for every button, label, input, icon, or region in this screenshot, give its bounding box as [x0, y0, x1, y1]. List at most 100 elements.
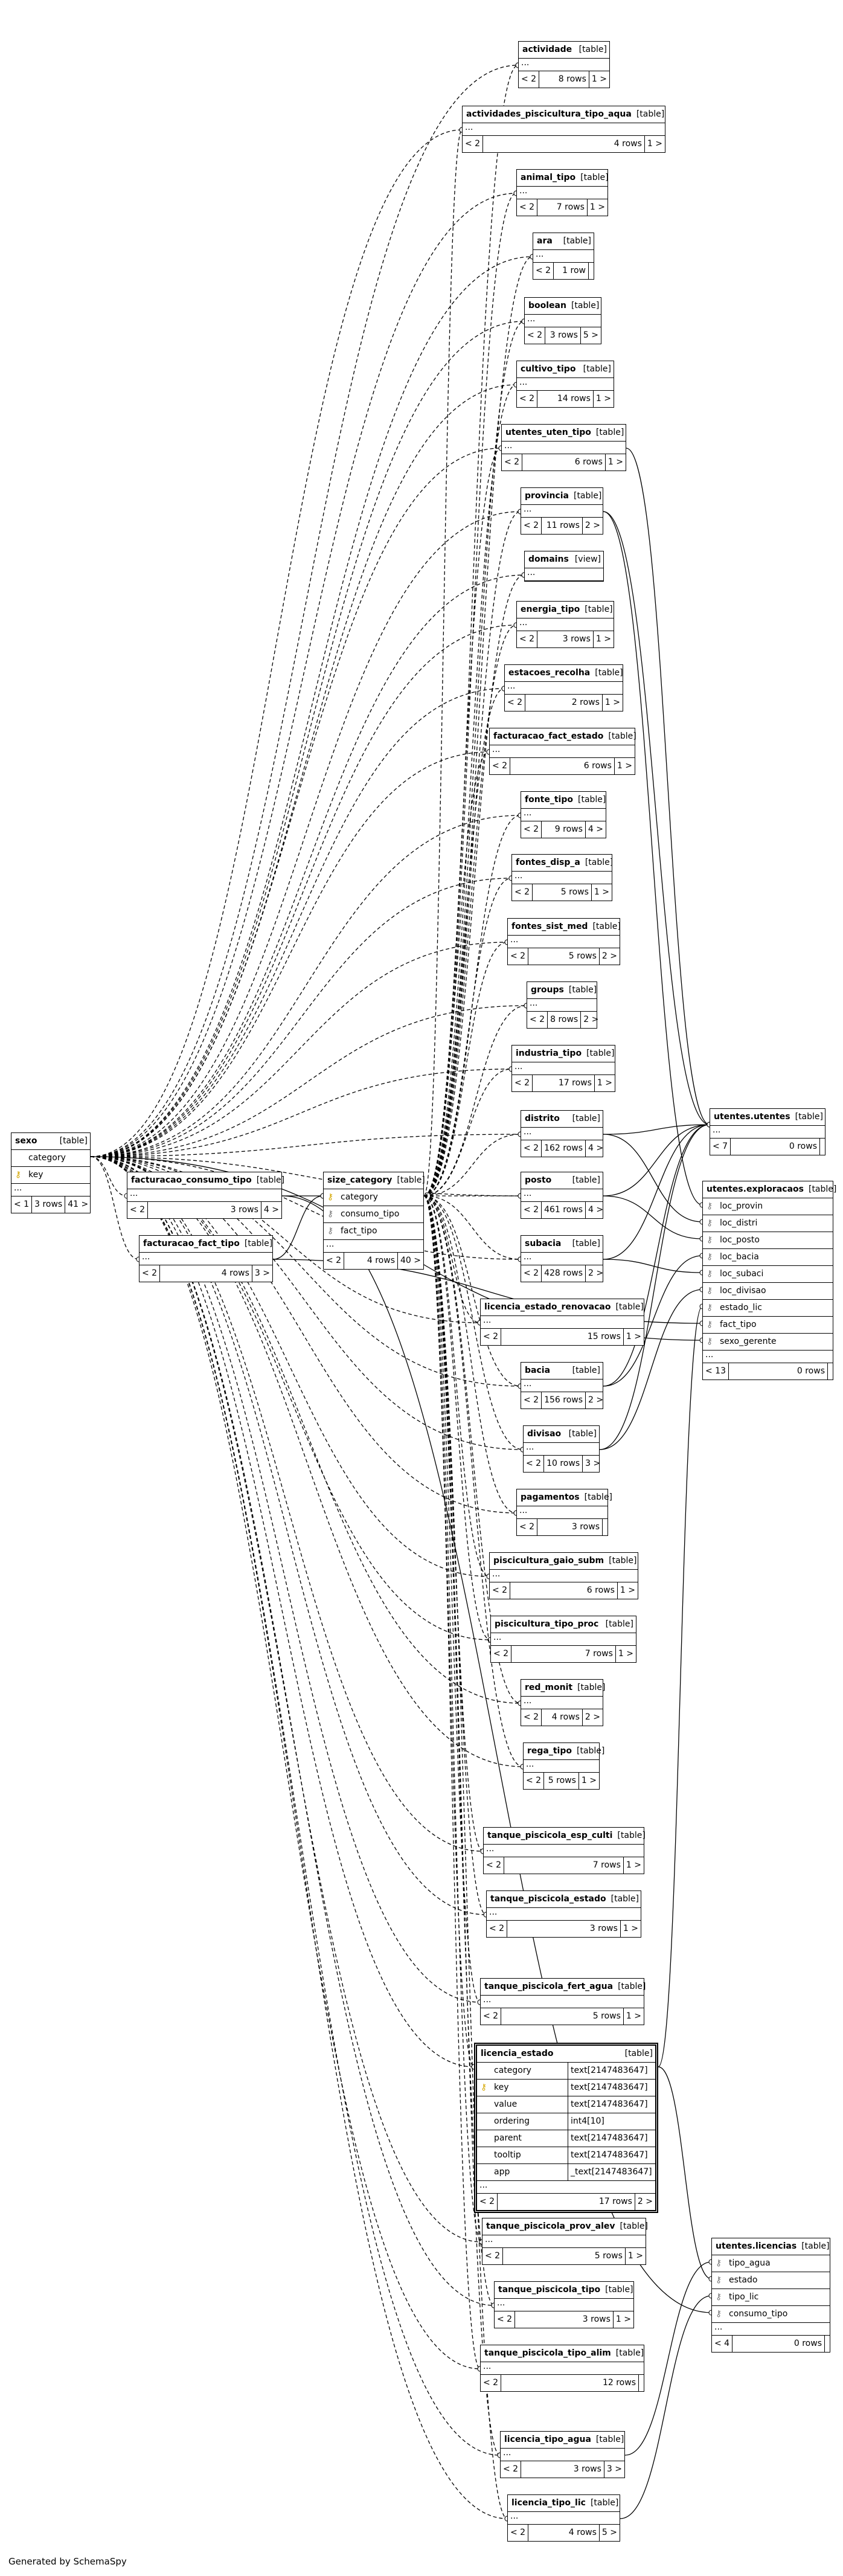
children-count[interactable]: 4 > [263, 1205, 279, 1215]
table-name[interactable]: utentes.licencias [716, 2241, 797, 2251]
table-name[interactable]: actividade [522, 45, 572, 54]
column-row[interactable]: ⚷ loc_posto [703, 1232, 833, 1249]
table-header[interactable]: boolean [table] [525, 298, 601, 315]
table-header[interactable]: animal_tipo [table] [517, 170, 609, 187]
children-count[interactable]: 1 > [627, 2251, 643, 2261]
parents-count[interactable]: < 2 [521, 518, 542, 534]
table-header[interactable]: pagamentos [table] [517, 1489, 612, 1506]
children-count[interactable]: 5 > [583, 330, 598, 340]
table-header[interactable]: piscicultura_gaio_subm [table] [490, 1553, 638, 1570]
table-name[interactable]: tanque_piscicola_tipo [498, 2285, 601, 2295]
table-header[interactable]: estacoes_recolha [table] [505, 665, 623, 682]
table-tanque-piscicola-tipo-alim[interactable]: tanque_piscicola_tipo_alim [table]... < … [480, 2345, 644, 2392]
children-count[interactable]: 1 > [626, 1332, 641, 1341]
parents-count[interactable]: < 2 [525, 327, 546, 344]
table-subacia[interactable]: subacia [table]... < 2 428 rows 2 > [521, 1235, 603, 1282]
table-name[interactable]: licencia_estado [481, 2049, 554, 2058]
table-utentes-utentes[interactable]: utentes.utentes [table]... < 7 0 rows [710, 1108, 825, 1155]
table-name[interactable]: facturacao_consumo_tipo [131, 1175, 252, 1185]
table-header[interactable]: rega_tipo [table] [524, 1743, 604, 1760]
table-name[interactable]: utentes_uten_tipo [505, 428, 591, 437]
children-count[interactable]: 1 > [595, 394, 611, 403]
parents-count[interactable]: < 2 [482, 2248, 504, 2264]
table-facturacao-fact-estado[interactable]: facturacao_fact_estado [table]... < 2 6 … [489, 728, 636, 775]
table-tanque-piscicola-esp-culti[interactable]: tanque_piscicola_esp_culti [table]... < … [483, 1827, 646, 1874]
table-name[interactable]: bacia [525, 1366, 551, 1375]
table-name[interactable]: utentes.utentes [714, 1112, 790, 1122]
table-header[interactable]: tanque_piscicola_estado [table] [487, 1891, 641, 1908]
column-row[interactable]: ⚷ consumo_tipo [324, 1206, 423, 1223]
table-header[interactable]: tanque_piscicola_esp_culti [table] [484, 1828, 646, 1845]
table-groups[interactable]: groups [table]... < 2 8 rows 2 > [527, 981, 598, 1029]
children-count[interactable] [603, 1519, 607, 1535]
column-row[interactable]: ⚷ loc_subaci [703, 1266, 833, 1283]
parents-count[interactable]: < 2 [512, 884, 533, 901]
table-header[interactable]: facturacao_fact_tipo [table] [139, 1236, 272, 1253]
table-name[interactable]: red_monit [525, 1683, 573, 1692]
parents-count[interactable]: < 2 [517, 199, 538, 216]
children-count[interactable]: 1 > [597, 1078, 612, 1088]
table-header[interactable]: licencia_estado [table] [477, 2046, 655, 2063]
parents-count[interactable]: < 2 [512, 1075, 533, 1091]
table-name[interactable]: tanque_piscicola_tipo_alim [484, 2348, 611, 2358]
parents-count[interactable]: < 13 [703, 1363, 729, 1380]
parents-count[interactable]: < 1 [11, 1196, 33, 1213]
table-header[interactable]: sexo [table] [11, 1133, 90, 1150]
table-red-monit[interactable]: red_monit [table]... < 2 4 rows 2 > [521, 1679, 605, 1726]
children-count[interactable]: 5 > [601, 2528, 617, 2537]
parents-count[interactable]: < 2 [481, 1329, 502, 1345]
parents-count[interactable]: < 2 [533, 263, 554, 279]
table-animal-tipo[interactable]: animal_tipo [table]... < 2 7 rows 1 > [516, 169, 609, 216]
children-count[interactable]: 2 > [585, 1712, 600, 1722]
table-header[interactable]: tanque_piscicola_prov_alev [table] [482, 2218, 648, 2235]
table-name[interactable]: licencia_tipo_lic [511, 2498, 586, 2508]
table-actividades-piscicultura-tipo-aqua[interactable]: actividades_piscicultura_tipo_aqua [tabl… [462, 106, 665, 153]
table-header[interactable]: piscicultura_tipo_proc [table] [491, 1616, 636, 1633]
column-row[interactable]: ⚷ loc_provin [703, 1198, 833, 1215]
table-header[interactable]: utentes.licencias [table] [712, 2238, 830, 2255]
table-licencia-tipo-agua[interactable]: licencia_tipo_agua [table]... < 2 3 rows… [500, 2431, 625, 2478]
parents-count[interactable]: < 7 [710, 1139, 731, 1155]
table-header[interactable]: divisao [table] [524, 1426, 599, 1443]
parents-count[interactable]: < 2 [524, 1773, 545, 1789]
parents-count[interactable]: < 2 [521, 821, 542, 838]
children-count[interactable]: 2 > [637, 2197, 653, 2206]
table-name[interactable]: tanque_piscicola_prov_alev [486, 2221, 615, 2231]
table-header[interactable]: fontes_disp_a [table] [512, 855, 613, 872]
children-count[interactable]: 1 > [623, 1924, 638, 1933]
table-pagamentos[interactable]: pagamentos [table]... < 2 3 rows [516, 1489, 612, 1536]
table-name[interactable]: fontes_disp_a [516, 858, 580, 867]
parents-count[interactable]: < 2 [524, 1456, 545, 1472]
children-count[interactable]: 2 > [588, 1395, 604, 1405]
children-count[interactable]: 1 > [615, 2314, 631, 2324]
table-name[interactable]: animal_tipo [521, 173, 576, 182]
table-rega-tipo[interactable]: rega_tipo [table]... < 2 5 rows 1 > [523, 1742, 604, 1790]
table-header[interactable]: tanque_piscicola_tipo [table] [495, 2282, 633, 2299]
table-header[interactable]: actividades_piscicultura_tipo_aqua [tabl… [463, 106, 665, 123]
table-tanque-piscicola-fert-agua[interactable]: tanque_piscicola_fert_agua [table]... < … [480, 1978, 646, 2025]
table-name[interactable]: actividades_piscicultura_tipo_aqua [466, 109, 632, 119]
parents-count[interactable]: < 2 [519, 71, 540, 88]
table-header[interactable]: groups [table] [527, 982, 597, 999]
table-ara[interactable]: ara [table]... < 2 1 row [533, 233, 594, 280]
table-cultivo-tipo[interactable]: cultivo_tipo [table]... < 2 14 rows 1 > [516, 361, 614, 408]
table-facturacao-fact-tipo[interactable]: facturacao_fact_tipo [table]... < 2 4 ro… [139, 1235, 273, 1282]
table-header[interactable]: distrito [table] [521, 1111, 603, 1128]
table-name[interactable]: rega_tipo [527, 1746, 572, 1756]
table-header[interactable]: bacia [table] [521, 1363, 603, 1380]
parents-count[interactable]: < 2 [490, 1582, 511, 1599]
table-header[interactable]: posto [table] [521, 1172, 603, 1189]
table-name[interactable]: boolean [528, 301, 566, 310]
children-count[interactable]: 2 > [583, 1015, 599, 1024]
children-count[interactable]: 1 > [604, 698, 620, 707]
children-count[interactable]: 2 > [588, 1268, 604, 1278]
table-name[interactable]: cultivo_tipo [521, 364, 576, 374]
parents-count[interactable]: < 2 [521, 1392, 542, 1408]
children-count[interactable]: 4 > [588, 1205, 604, 1215]
table-distrito[interactable]: distrito [table]... < 2 162 rows 4 > [521, 1110, 603, 1157]
table-sexo[interactable]: sexo [table] category⚷ key... < 1 3 rows… [11, 1132, 91, 1213]
